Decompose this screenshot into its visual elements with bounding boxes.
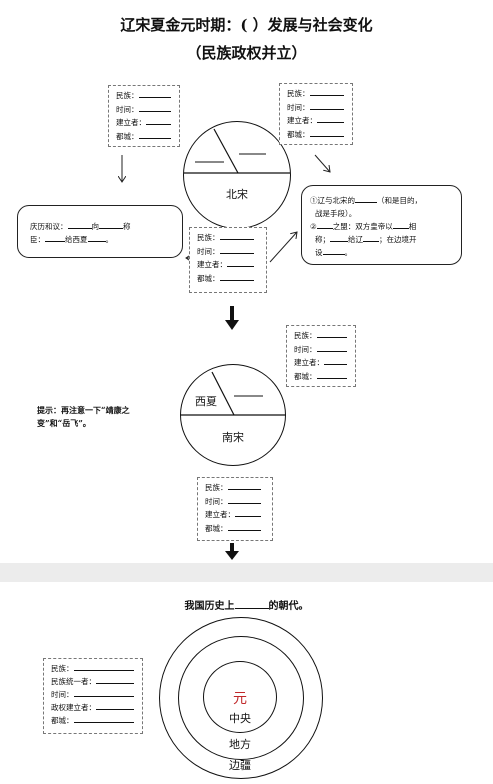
big-arrow-2-shaft xyxy=(230,543,234,554)
circle-local xyxy=(178,636,304,760)
arrow-down-right xyxy=(314,154,330,172)
circle-northern-song xyxy=(183,121,291,229)
hint-text: 提示：再注意一下“靖康之变”和“岳飞”。 xyxy=(37,405,130,428)
big-arrow-1-head xyxy=(225,320,239,330)
page-separator xyxy=(0,563,493,582)
label-southern-song: 南宋 xyxy=(222,431,244,444)
label-yuan: 元 xyxy=(233,691,247,707)
box-qingli-peace: 庆历和议：向称 臣：给西夏。 xyxy=(17,205,183,258)
big-arrow-2-head xyxy=(225,551,239,560)
dynasty-prompt: 我国历史上的朝代。 xyxy=(184,601,309,612)
circle-frontier xyxy=(159,617,323,779)
arrow-to-right-box xyxy=(269,232,297,263)
label-frontier: 边疆 xyxy=(229,759,251,772)
circle-xixia-southern-song xyxy=(180,364,286,466)
info-box-southern-song: 民族： 时间： 建立者： 都城： xyxy=(197,477,273,541)
info-box-xixia: 民族： 时间： 建立者： 都城： xyxy=(286,325,356,387)
label-xixia: 西夏 xyxy=(195,395,217,408)
info-box-jin: 民族： 时间： 建立者： 都城： xyxy=(279,83,353,145)
page-subtitle: （民族政权并立） xyxy=(186,44,307,62)
label-central: 中央 xyxy=(229,712,251,725)
big-arrow-1-shaft xyxy=(230,306,234,324)
circle-central xyxy=(203,661,277,733)
info-box-liao: 民族： 时间： 建立者： 都城： xyxy=(108,85,180,147)
page-title: 辽宋夏金元时期：( ）发展与社会变化 xyxy=(120,16,373,34)
label-northern-song: 北宋 xyxy=(226,188,248,201)
label-local: 地方 xyxy=(229,738,251,751)
info-box-yuan: 民族： 民族统一者： 时间： 政权建立者： 都城： xyxy=(43,658,143,734)
info-box-northern-song: 民族： 时间： 建立者： 都城： xyxy=(189,227,267,293)
